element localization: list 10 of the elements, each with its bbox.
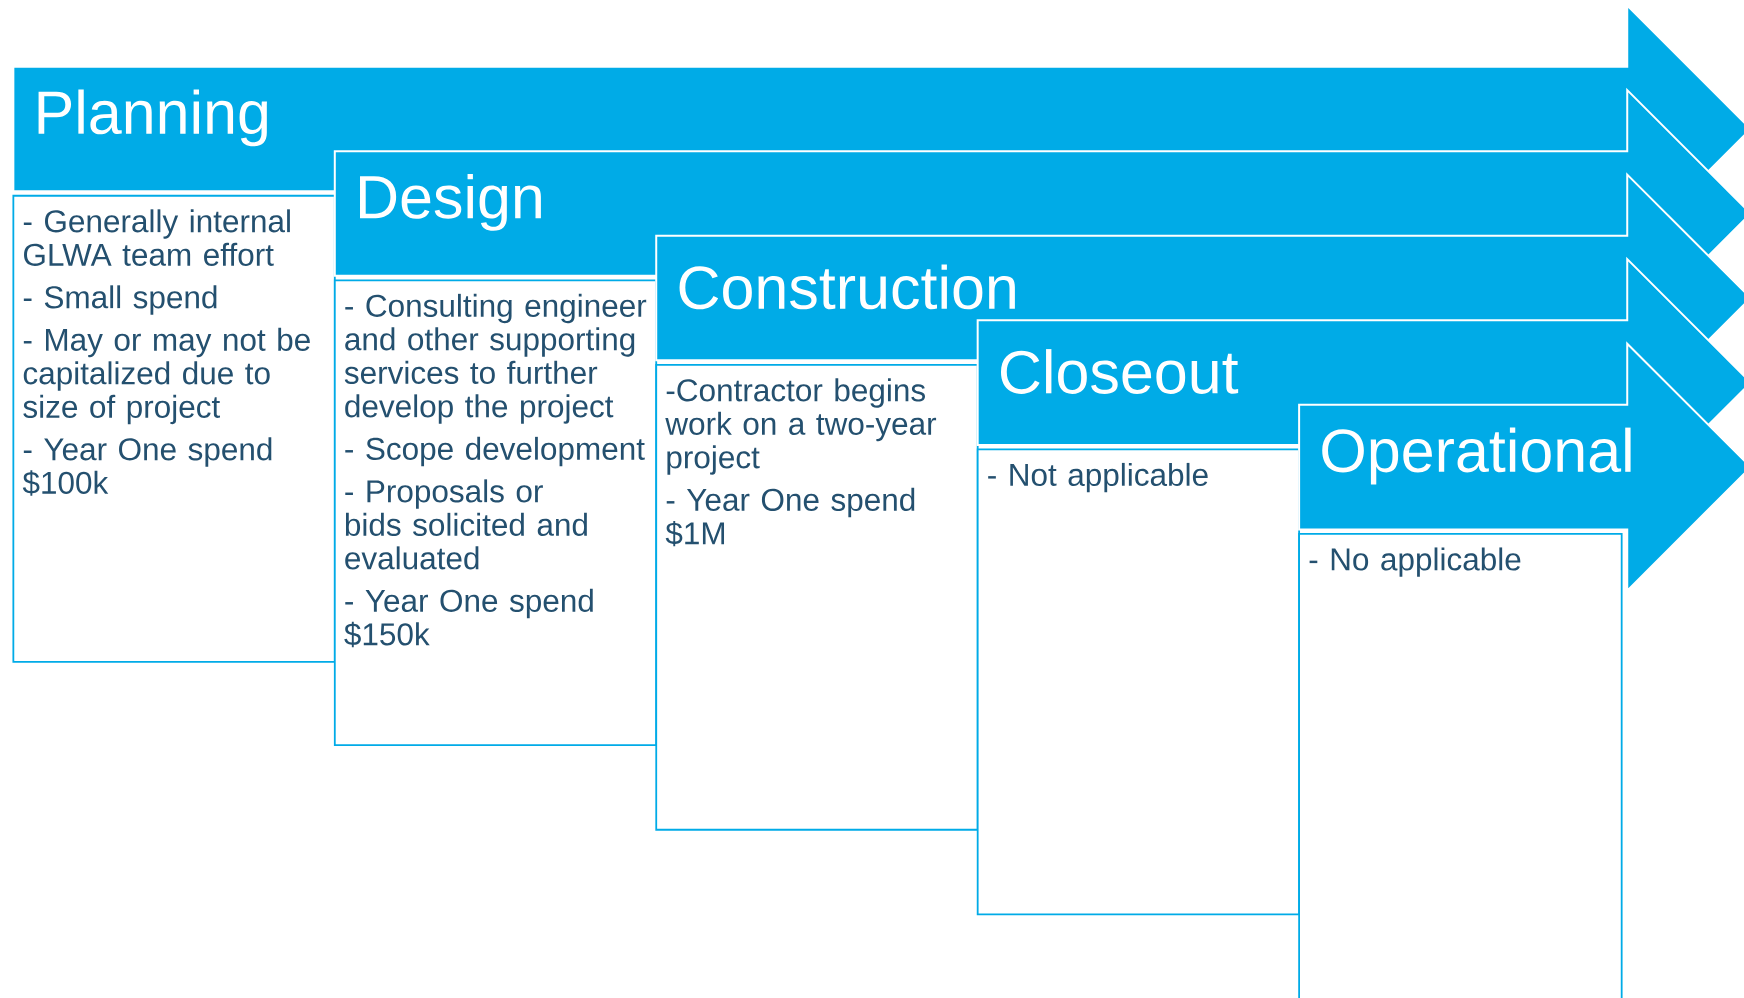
node-label: Closeout	[1000, 349, 1239, 394]
node-label: Operational	[1322, 427, 1631, 485]
description-box: - No applicable	[1298, 533, 1623, 998]
node-label: Planning	[38, 89, 267, 147]
description-box: -Contractor begins work on a two-year project - Year One spend $1M	[655, 363, 979, 831]
description-box: - Not applicable	[976, 448, 1300, 916]
description-box: - Generally internal GLWA team effort - Small spend - May or may not be capitalized due to size of project - Year One spend $100k	[12, 194, 336, 663]
node-label: Design	[360, 174, 541, 231]
node-label: Construction	[679, 264, 1015, 310]
description-box: - Consulting engineer and other supporting services to further develop the project - Scope development - Proposals or bids solicited and evaluated - Year One spend $150k	[333, 279, 658, 747]
